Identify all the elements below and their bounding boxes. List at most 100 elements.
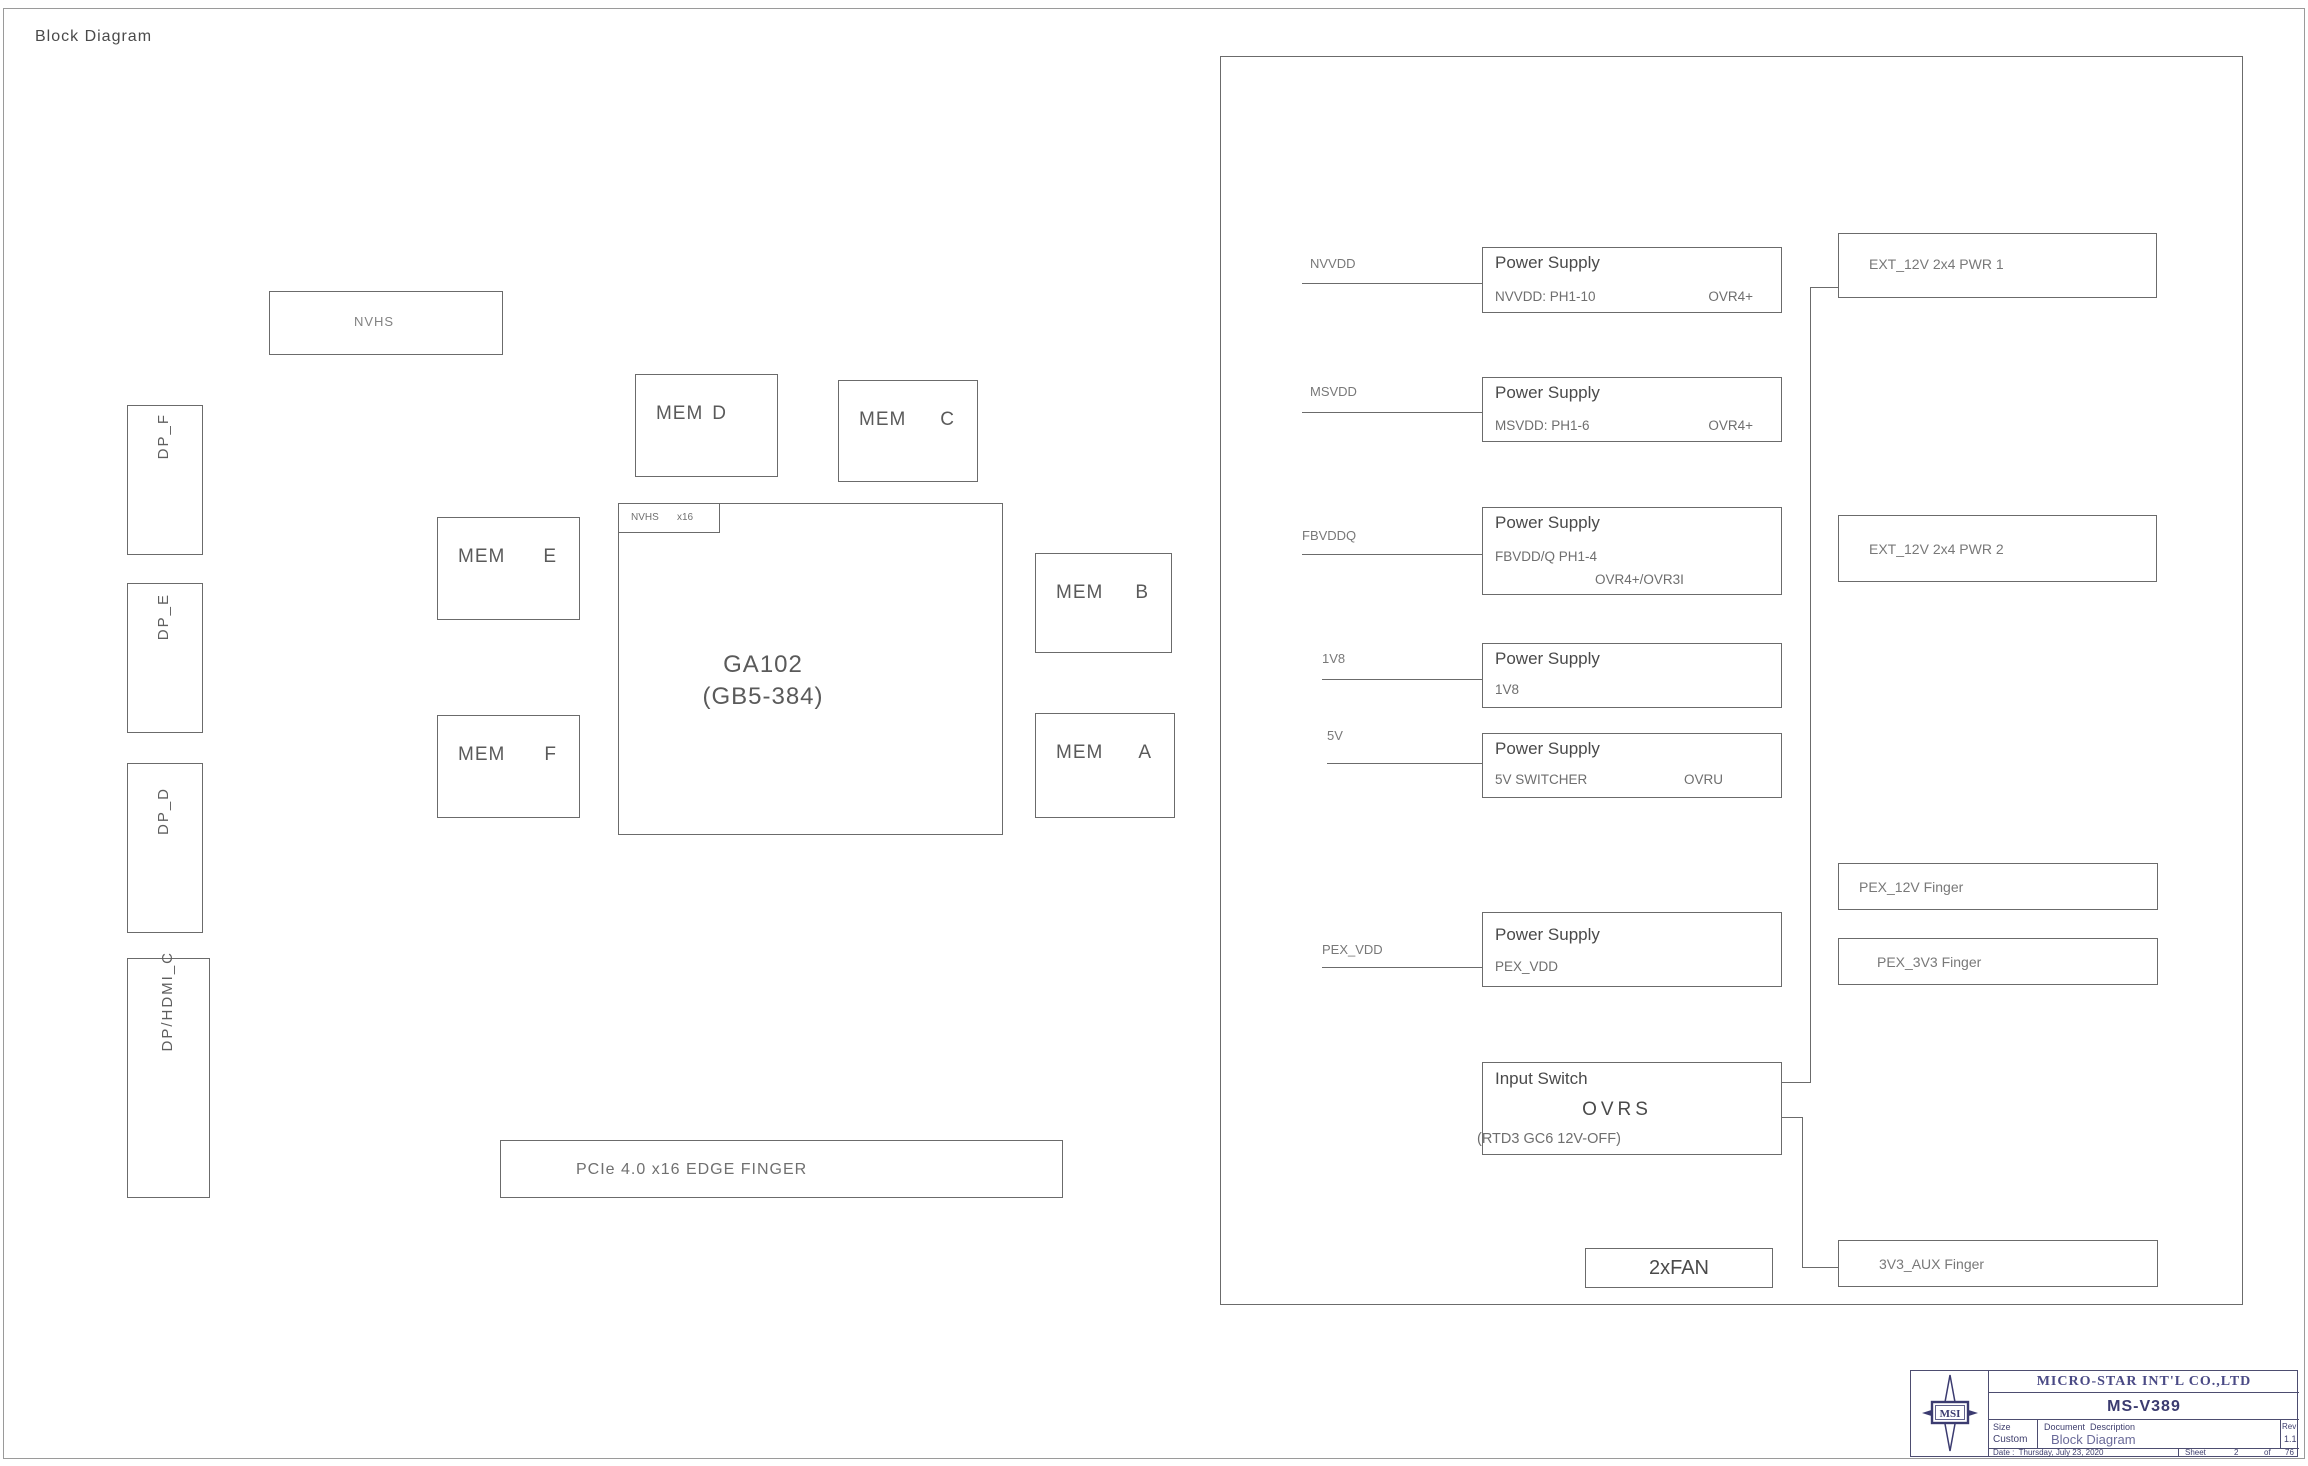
power-supply-nvvdd-tag: OVR4+: [1708, 289, 1753, 304]
power-supply-fbvddq-title: Power Supply: [1495, 513, 1600, 532]
mem-a-label: MEM A: [1056, 742, 1152, 764]
net-label-5v: 5V: [1327, 728, 1343, 743]
mem-d-label: MEM D: [636, 403, 747, 425]
mem-a-box: MEM A: [1035, 713, 1175, 818]
net-label-fbvddq: FBVDDQ: [1302, 528, 1357, 543]
power-supply-5v-detail: 5V SWITCHER: [1495, 772, 1588, 787]
size-label: Size: [1993, 1422, 2011, 1432]
pcie-edge-finger-box: PCIe 4.0 x16 EDGE FINGER: [500, 1140, 1063, 1198]
mem-c-label: MEM C: [859, 409, 955, 431]
title-block-model: MS-V389: [1989, 1393, 2299, 1420]
title-block-company: MICRO-STAR INT'L CO.,LTD: [1989, 1371, 2299, 1393]
dp-e-label: DP_E: [155, 593, 172, 641]
nvhs-connector-label: NVHS: [353, 314, 395, 329]
gpu-name: GA102: [723, 651, 803, 678]
pex-12v-finger-label: PEX_12V Finger: [1859, 879, 1964, 895]
gpu-package: (GB5-384): [702, 683, 824, 710]
nvhs-connector-box: NVHS: [269, 291, 503, 355]
wire-pex-vdd: [1322, 967, 1482, 968]
wire-switch-to-aux: [1802, 1267, 1838, 1268]
power-supply-nvvdd-title: Power Supply: [1495, 253, 1600, 272]
power-supply-5v-box: Power Supply 5V SWITCHER OVRU: [1482, 733, 1782, 798]
document-value: Block Diagram: [2051, 1432, 2136, 1447]
sheet-total: 76: [2285, 1448, 2294, 1457]
mem-f-letter: F: [544, 744, 557, 765]
wire-trunk-vertical: [1810, 287, 1811, 1083]
mem-c-letter: C: [940, 409, 955, 430]
dp-d-label: DP_D: [155, 787, 172, 836]
mem-c-prefix: MEM: [859, 409, 907, 430]
input-switch-title: Input Switch: [1495, 1069, 1588, 1088]
mem-e-prefix: MEM: [458, 546, 506, 567]
rev-label: Rev: [2282, 1422, 2297, 1431]
power-supply-fbvddq-box: Power Supply FBVDD/Q PH1-4 OVR4+/OVR3I: [1482, 507, 1782, 595]
power-supply-msvdd-tag: OVR4+: [1708, 418, 1753, 433]
aux-3v3-finger-box: 3V3_AUX Finger: [1838, 1240, 2158, 1287]
input-switch-note: (RTD3 GC6 12V-OFF): [1477, 1131, 1621, 1147]
pex-3v3-finger-box: PEX_3V3 Finger: [1838, 938, 2158, 985]
mem-f-box: MEM F: [437, 715, 580, 818]
pex-3v3-finger-label: PEX_3V3 Finger: [1877, 954, 1982, 970]
title-block-date-cell: Date : Thursday, July 23, 2020: [1989, 1448, 2178, 1457]
title-block-rev-cell: Rev 1.1: [2281, 1420, 2299, 1449]
mem-d-prefix: MEM: [655, 403, 704, 424]
fan-label: 2xFAN: [1648, 1257, 1710, 1279]
wire-msvdd: [1302, 412, 1482, 413]
wire-nvvdd: [1302, 283, 1482, 284]
power-supply-nvvdd-detail: NVVDD: PH1-10: [1495, 289, 1596, 304]
title-block-size-cell: Size Custom: [1989, 1420, 2038, 1449]
net-label-pex-vdd: PEX_VDD: [1322, 942, 1383, 957]
gpu-nvhs-tab: NVHS x16: [618, 503, 720, 533]
dp-d-box: DP_D: [127, 763, 203, 933]
rev-value: 1.1: [2284, 1434, 2297, 1444]
msi-logo-icon: MSI: [1922, 1374, 1978, 1452]
title-block-logo-cell: MSI: [1911, 1371, 1989, 1456]
wire-switch-vertical: [1802, 1117, 1803, 1268]
mem-a-prefix: MEM: [1056, 742, 1104, 763]
wire-trunk-bottom-stub: [1782, 1082, 1810, 1083]
input-switch-controller: OVRS: [1582, 1099, 1652, 1120]
net-label-msvdd: MSVDD: [1310, 384, 1357, 399]
power-supply-msvdd-title: Power Supply: [1495, 383, 1600, 402]
title-block: MSI MICRO-STAR INT'L CO.,LTD MS-V389 Siz…: [1910, 1370, 2299, 1457]
page-title: Block Diagram: [35, 28, 153, 45]
power-supply-5v-title: Power Supply: [1495, 739, 1600, 758]
power-supply-pex-vdd-title: Power Supply: [1495, 925, 1600, 944]
dp-f-label: DP_F: [155, 413, 172, 460]
mem-d-letter: D: [712, 403, 728, 424]
title-block-sheet-cell: Sheet 2 of 76: [2178, 1448, 2299, 1457]
pcie-edge-finger-label: PCIe 4.0 x16 EDGE FINGER: [576, 1161, 808, 1178]
sheet-label: Sheet: [2185, 1448, 2206, 1457]
mem-b-letter: B: [1135, 582, 1149, 603]
wire-trunk-top-stub: [1810, 287, 1838, 288]
wire-5v: [1327, 763, 1482, 764]
page-border: [3, 8, 2305, 1459]
gpu-tab-bus-label: NVHS: [631, 512, 659, 523]
dp-f-box: DP_F: [127, 405, 203, 555]
document-label: Document Description: [2044, 1422, 2136, 1432]
ext-12v-pwr1-box: EXT_12V 2x4 PWR 1: [1838, 233, 2157, 298]
date-value: Date : Thursday, July 23, 2020: [1993, 1448, 2104, 1457]
sheet-of-label: of: [2264, 1448, 2271, 1457]
gpu-tab-width-label: x16: [677, 512, 694, 523]
power-supply-msvdd-detail: MSVDD: PH1-6: [1495, 418, 1590, 433]
power-supply-pex-vdd-box: Power Supply PEX_VDD: [1482, 912, 1782, 987]
power-supply-fbvddq-tag: OVR4+/OVR3I: [1595, 572, 1684, 587]
mem-f-label: MEM F: [458, 744, 557, 766]
power-supply-pex-vdd-detail: PEX_VDD: [1495, 959, 1559, 974]
input-switch-box: Input Switch OVRS (RTD3 GC6 12V-OFF): [1477, 1062, 1782, 1155]
wire-fbvddq: [1302, 554, 1482, 555]
net-label-1v8: 1V8: [1322, 651, 1346, 666]
mem-a-letter: A: [1138, 742, 1152, 763]
wire-switch-stub: [1782, 1117, 1802, 1118]
dp-hdmi-c-box: DP/HDMI_C: [127, 951, 210, 1198]
mem-f-prefix: MEM: [458, 744, 506, 765]
mem-c-box: MEM C: [838, 380, 978, 482]
ext-12v-pwr2-label: EXT_12V 2x4 PWR 2: [1869, 541, 2004, 557]
size-value: Custom: [1993, 1434, 2028, 1445]
power-supply-1v8-detail: 1V8: [1495, 682, 1520, 697]
